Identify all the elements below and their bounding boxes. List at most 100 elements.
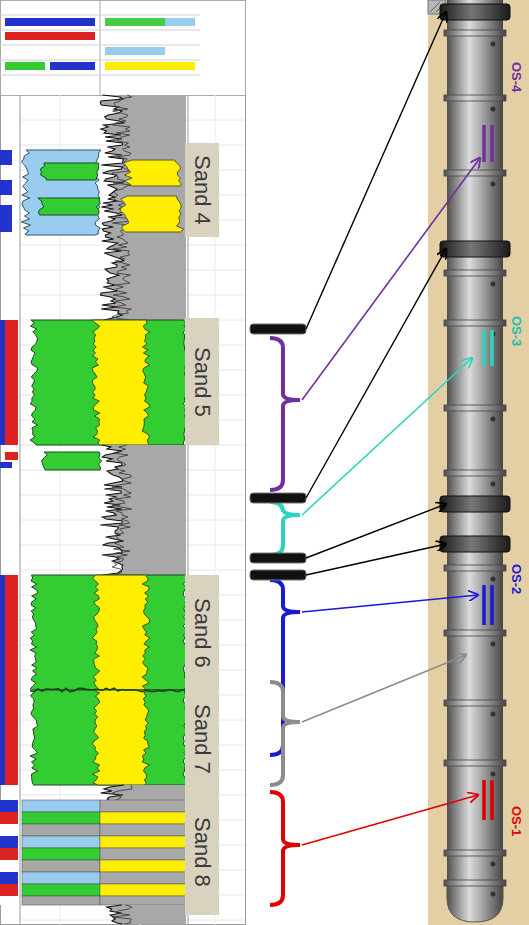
shale-fill [100, 95, 186, 320]
pipe-collar [444, 700, 506, 706]
zone-name: Sand 7 [189, 704, 215, 774]
zone-bracket [270, 792, 300, 905]
sleeve-mark [490, 585, 494, 625]
port [491, 417, 496, 422]
header-curve-swatch [105, 62, 195, 70]
packer-element [440, 496, 510, 512]
track-divider [20, 95, 21, 925]
bull-nose [447, 885, 503, 922]
packer-marker [250, 553, 306, 563]
leader-arrow [302, 795, 478, 845]
sleeve-mark [490, 125, 494, 162]
pipe-collar [444, 320, 506, 326]
port [491, 42, 496, 47]
port [491, 642, 496, 647]
header-curve-swatch [5, 32, 95, 40]
porosity-fill [30, 690, 187, 785]
sleeve-mark [482, 780, 486, 820]
packer-element [440, 536, 510, 552]
flag-track [0, 884, 18, 896]
sand-label-box: Sand 6 [185, 575, 219, 690]
port [491, 862, 496, 867]
header-curve-swatch [50, 62, 95, 70]
thin-bed [100, 800, 186, 812]
pipe-body [447, 0, 503, 890]
water-fill [21, 150, 100, 235]
header-curve-swatch [165, 18, 195, 26]
thin-bed [100, 812, 186, 824]
thin-bed [100, 860, 186, 872]
sand-fill [92, 320, 150, 445]
sleeve-label: OS-2 [509, 564, 524, 594]
leader-arrow [306, 504, 446, 558]
log-panel [1, 1, 246, 925]
gamma-ray-curve [113, 785, 132, 800]
sand-fill [92, 575, 150, 690]
gamma-ray-curve [100, 445, 123, 575]
leader-arrow [306, 12, 446, 329]
zone-name: Sand 5 [189, 347, 215, 417]
thin-bed [22, 848, 100, 860]
sand-label-box: Sand 7 [185, 690, 219, 788]
port [491, 182, 496, 187]
flag-track-blue [0, 462, 12, 468]
well-log [0, 0, 246, 925]
bed-boundary [30, 688, 188, 692]
flag-track [0, 872, 18, 884]
port [491, 892, 496, 897]
zone-bracket [270, 682, 300, 785]
pipe-collar [444, 170, 506, 176]
sleeve-mark [482, 585, 486, 625]
thin-bed [22, 812, 100, 824]
header-row-line [0, 45, 200, 46]
zone-name: Sand 8 [189, 817, 215, 887]
flag-track-red [5, 575, 18, 690]
sleeve-mark [490, 330, 494, 366]
gamma-ray-curve [107, 905, 123, 924]
sand-fill [120, 196, 183, 232]
packer-marker [250, 324, 306, 334]
thin-bed [100, 872, 186, 884]
gamma-ray-curve [112, 445, 132, 575]
sleeve-label: OS-1 [509, 806, 524, 836]
thin-bed [22, 800, 100, 812]
thin-bed [22, 824, 100, 836]
sleeve-mark [490, 780, 494, 820]
thin-bed [100, 884, 186, 896]
leader-arrow [302, 358, 472, 515]
flag-track [0, 896, 18, 905]
flag-track-blue [0, 320, 5, 445]
header-row-line [0, 60, 200, 61]
packer-element [440, 4, 510, 20]
zone-name: Sand 4 [189, 155, 215, 225]
porosity-fill [30, 320, 187, 445]
packer-marker [250, 570, 306, 580]
pipe-collar [444, 30, 506, 36]
thin-bed [100, 836, 186, 848]
pipe-collar [444, 95, 506, 101]
header-row-line [0, 30, 200, 31]
sleeve-mark [482, 125, 486, 162]
thin-bed [100, 848, 186, 860]
port [491, 107, 496, 112]
pipe-collar [444, 850, 506, 856]
header-curve-swatch [5, 18, 95, 26]
sleeve-label: OS-4 [509, 62, 524, 92]
port [491, 577, 496, 582]
flag-track [0, 800, 18, 812]
zone-name: Sand 6 [189, 598, 215, 668]
porosity-fill [38, 198, 100, 215]
thin-bed [100, 896, 186, 905]
shale-fill [100, 445, 186, 575]
thin-bed [22, 836, 100, 848]
thin-bed [22, 860, 100, 872]
flag-track-red [5, 320, 18, 445]
packer-marker [250, 493, 306, 503]
pipe-collar [444, 760, 506, 766]
header-row-line [0, 15, 200, 16]
flag-track [0, 848, 18, 860]
pipe-collar [444, 470, 506, 476]
flag-track-blue [0, 575, 5, 690]
header-row-line [0, 75, 200, 76]
